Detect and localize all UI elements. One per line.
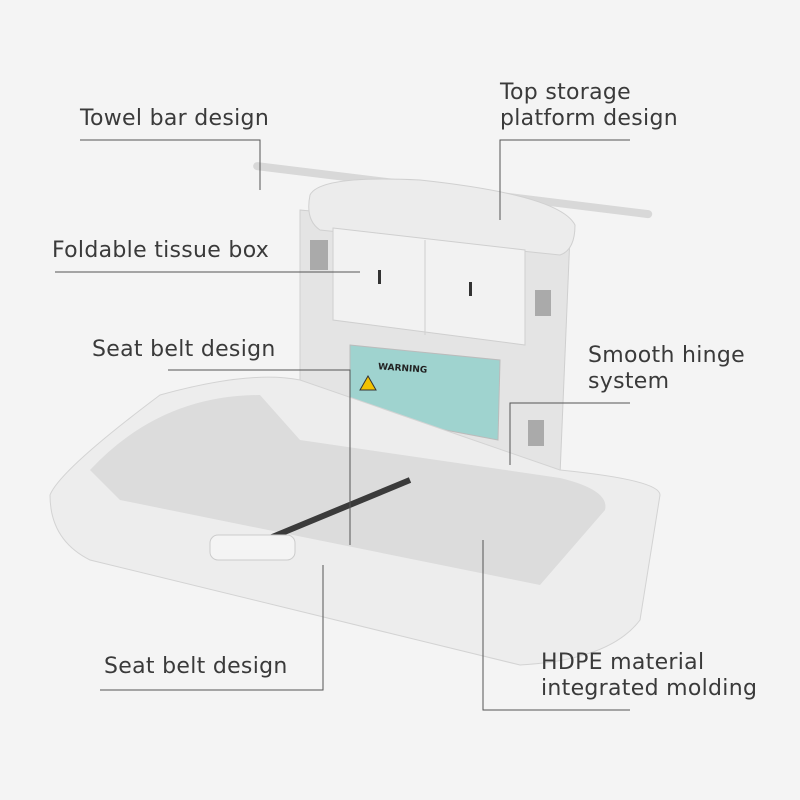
callout-hinge-2: system: [588, 369, 670, 394]
callout-hdpe-1: HDPE material: [541, 650, 705, 675]
warning-triangle-icon: [359, 374, 377, 391]
callout-top-storage-1: Top storage: [500, 80, 631, 105]
top-storage-platform: [308, 178, 576, 256]
callout-tissue-box: Foldable tissue box: [52, 238, 270, 263]
callout-towel-bar: Towel bar design: [80, 106, 270, 131]
callout-hdpe-2: integrated molding: [541, 676, 758, 701]
callout-lines: [55, 139, 630, 711]
callout-hinge-1: Smooth hinge: [588, 343, 745, 368]
callout-seat-belt-upper: Seat belt design: [92, 337, 276, 362]
tissue-box: [332, 227, 526, 346]
seat-belt: [263, 477, 412, 543]
callout-seat-belt-lower: Seat belt design: [104, 654, 288, 679]
callout-top-storage-2: platform design: [500, 106, 678, 131]
